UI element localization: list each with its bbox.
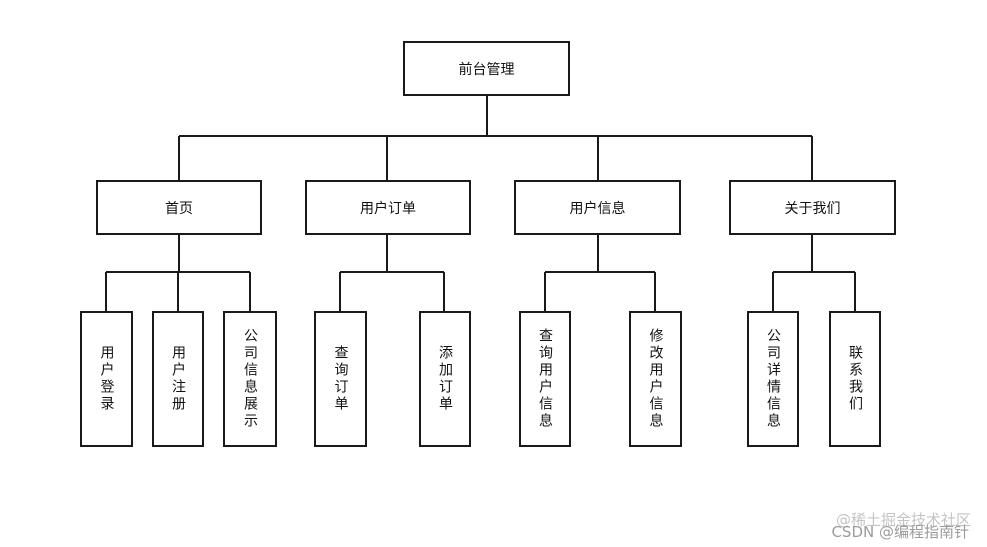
root-node: 前台管理 (403, 41, 570, 96)
leaf-user-register-label: 用户注册 (170, 345, 186, 413)
leaf-user-login: 用户登录 (80, 311, 133, 447)
leaf-company-details: 公司详情信息 (747, 311, 799, 447)
leaf-add-order-label: 添加订单 (437, 345, 453, 413)
watermark-csdn: CSDN @编程指南针 (831, 523, 969, 541)
node-user-info: 用户信息 (514, 180, 681, 235)
node-home: 首页 (96, 180, 262, 235)
node-about-us: 关于我们 (729, 180, 896, 235)
node-user-info-label: 用户信息 (569, 200, 626, 217)
node-user-orders: 用户订单 (305, 180, 471, 235)
leaf-user-register: 用户注册 (152, 311, 204, 447)
leaf-contact-us-label: 联系我们 (847, 345, 863, 413)
leaf-query-user-info: 查询用户信息 (519, 311, 571, 447)
watermark-juejin: @稀土掘金技术社区 (835, 511, 971, 529)
node-home-label: 首页 (165, 200, 193, 217)
leaf-query-user-info-label: 查询用户信息 (537, 328, 553, 430)
node-about-us-label: 关于我们 (784, 200, 841, 217)
leaf-company-info-display: 公司信息展示 (223, 311, 277, 447)
root-node-label: 前台管理 (458, 61, 515, 78)
leaf-company-info-display-label: 公司信息展示 (242, 328, 258, 430)
node-user-orders-label: 用户订单 (360, 200, 416, 217)
leaf-add-order: 添加订单 (419, 311, 471, 447)
leaf-contact-us: 联系我们 (829, 311, 881, 447)
leaf-query-orders: 查询订单 (314, 311, 367, 447)
leaf-user-login-label: 用户登录 (98, 345, 115, 413)
leaf-query-orders-label: 查询订单 (332, 345, 349, 413)
leaf-company-details-label: 公司详情信息 (765, 328, 781, 430)
leaf-edit-user-info-label: 修改用户信息 (647, 328, 664, 430)
leaf-edit-user-info: 修改用户信息 (629, 311, 682, 447)
